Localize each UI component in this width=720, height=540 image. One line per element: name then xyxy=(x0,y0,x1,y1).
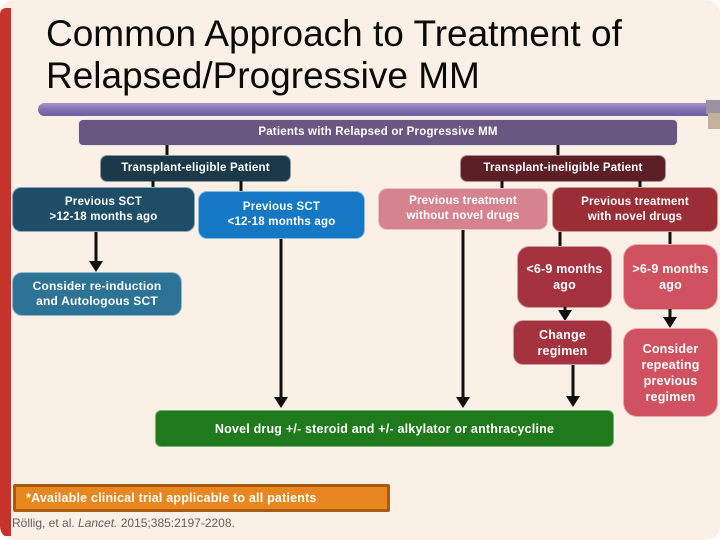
arrow-head-sct-gt-to-reinduction xyxy=(89,261,103,272)
citation-rest: 2015;385:2197-2208. xyxy=(117,516,235,530)
arrow-line-lt69-to-change xyxy=(563,307,567,312)
flow-lt-6-9-box: <6-9 months ago xyxy=(517,246,612,308)
arrow-head-change-to-novel xyxy=(566,396,580,407)
flow-root-banner: Patients with Relapsed or Progressive MM xyxy=(78,119,678,146)
citation: Röllig, et al. Lancet. 2015;385:2197-220… xyxy=(12,516,235,530)
prev-tx-with-line2: with novel drugs xyxy=(587,210,683,223)
arrow-head-lt69-to-change xyxy=(558,310,572,321)
flow-gt-6-9-box: >6-9 months ago xyxy=(623,244,718,310)
left-accent-strip xyxy=(0,8,11,536)
consider-reinduction-line2: and Autologous SCT xyxy=(36,294,158,308)
flow-consider-reinduction-box: Consider re-induction and Autologous SCT xyxy=(12,272,182,316)
flow-prev-sct-gt-box: Previous SCT >12-18 months ago xyxy=(12,187,195,232)
connector-eligible-to-sct-lt xyxy=(239,181,243,192)
prev-sct-gt-line1: Previous SCT xyxy=(64,195,143,208)
flow-eligible-header-label: Transplant-eligible Patient xyxy=(121,162,270,175)
connector-with-to-gt69 xyxy=(668,232,672,245)
connector-with-to-lt69 xyxy=(558,232,562,247)
connector-ineligible-to-without xyxy=(500,181,504,189)
flow-prev-tx-with-box: Previous treatment with novel drugs xyxy=(552,187,718,232)
arrow-head-gt69-to-repeat xyxy=(663,317,677,328)
flow-ineligible-header: Transplant-ineligible Patient xyxy=(460,155,666,182)
prev-tx-without-line2: without novel drugs xyxy=(406,210,520,222)
slide-edge-gray-cap xyxy=(706,100,720,114)
citation-journal: Lancet. xyxy=(78,516,118,530)
prev-sct-gt-line2: >12-18 months ago xyxy=(49,210,158,223)
lt-6-9-label: <6-9 months ago xyxy=(526,262,603,292)
flow-consider-repeating-box: Consider repeating previous regimen xyxy=(623,328,718,417)
connector-eligible-to-sct-gt xyxy=(151,181,155,189)
arrow-line-sct-lt-to-novel xyxy=(279,239,283,398)
flow-change-regimen-box: Change regimen xyxy=(513,320,612,365)
flow-eligible-header: Transplant-eligible Patient xyxy=(100,155,291,182)
slide-title-line1: Common Approach to Treatment of xyxy=(46,13,622,54)
consider-repeating-label: Consider repeating previous regimen xyxy=(641,341,700,404)
prev-sct-lt-line2: <12-18 months ago xyxy=(227,216,336,228)
flow-ineligible-header-label: Transplant-ineligible Patient xyxy=(483,162,643,175)
slide-title-line2: Relapsed/Progressive MM xyxy=(46,55,480,97)
arrow-line-change-to-novel xyxy=(571,365,575,397)
footnote-box: *Available clinical trial applicable to … xyxy=(13,484,390,512)
flow-prev-sct-lt-box: Previous SCT <12-18 months ago xyxy=(198,191,365,239)
arrow-line-gt69-to-repeat xyxy=(668,309,672,318)
consider-reinduction-line1: Consider re-induction xyxy=(32,278,162,293)
gt-6-9-label: >6-9 months ago xyxy=(632,262,709,292)
change-regimen-label: Change regimen xyxy=(537,327,588,358)
novel-drug-banner-label: Novel drug +/- steroid and +/- alkylator… xyxy=(214,421,555,436)
arrow-head-without-to-novel xyxy=(456,397,470,408)
prev-tx-without-line1: Previous treatment xyxy=(409,195,517,208)
arrow-line-sct-gt-to-reinduction xyxy=(94,232,98,262)
prev-sct-lt-line1: Previous SCT xyxy=(242,201,321,214)
citation-authors: Röllig, et al. xyxy=(12,516,79,530)
flow-root-banner-label: Patients with Relapsed or Progressive MM xyxy=(258,126,498,139)
arrow-head-sct-lt-to-novel xyxy=(274,397,288,408)
connector-root-to-ineligible xyxy=(556,145,560,156)
connector-root-to-eligible xyxy=(165,145,169,156)
flow-novel-drug-banner: Novel drug +/- steroid and +/- alkylator… xyxy=(155,410,614,447)
connector-ineligible-to-with xyxy=(638,181,642,189)
prev-tx-with-line1: Previous treatment xyxy=(581,195,689,208)
footnote-label: *Available clinical trial applicable to … xyxy=(26,491,317,505)
slide-title: Common Approach to Treatment of Relapsed… xyxy=(46,13,706,97)
title-underline-bar xyxy=(38,103,720,116)
flow-prev-tx-without-box: Previous treatment without novel drugs xyxy=(378,188,548,230)
arrow-line-without-to-novel xyxy=(461,230,465,398)
slide-edge-tan-block xyxy=(708,113,720,129)
